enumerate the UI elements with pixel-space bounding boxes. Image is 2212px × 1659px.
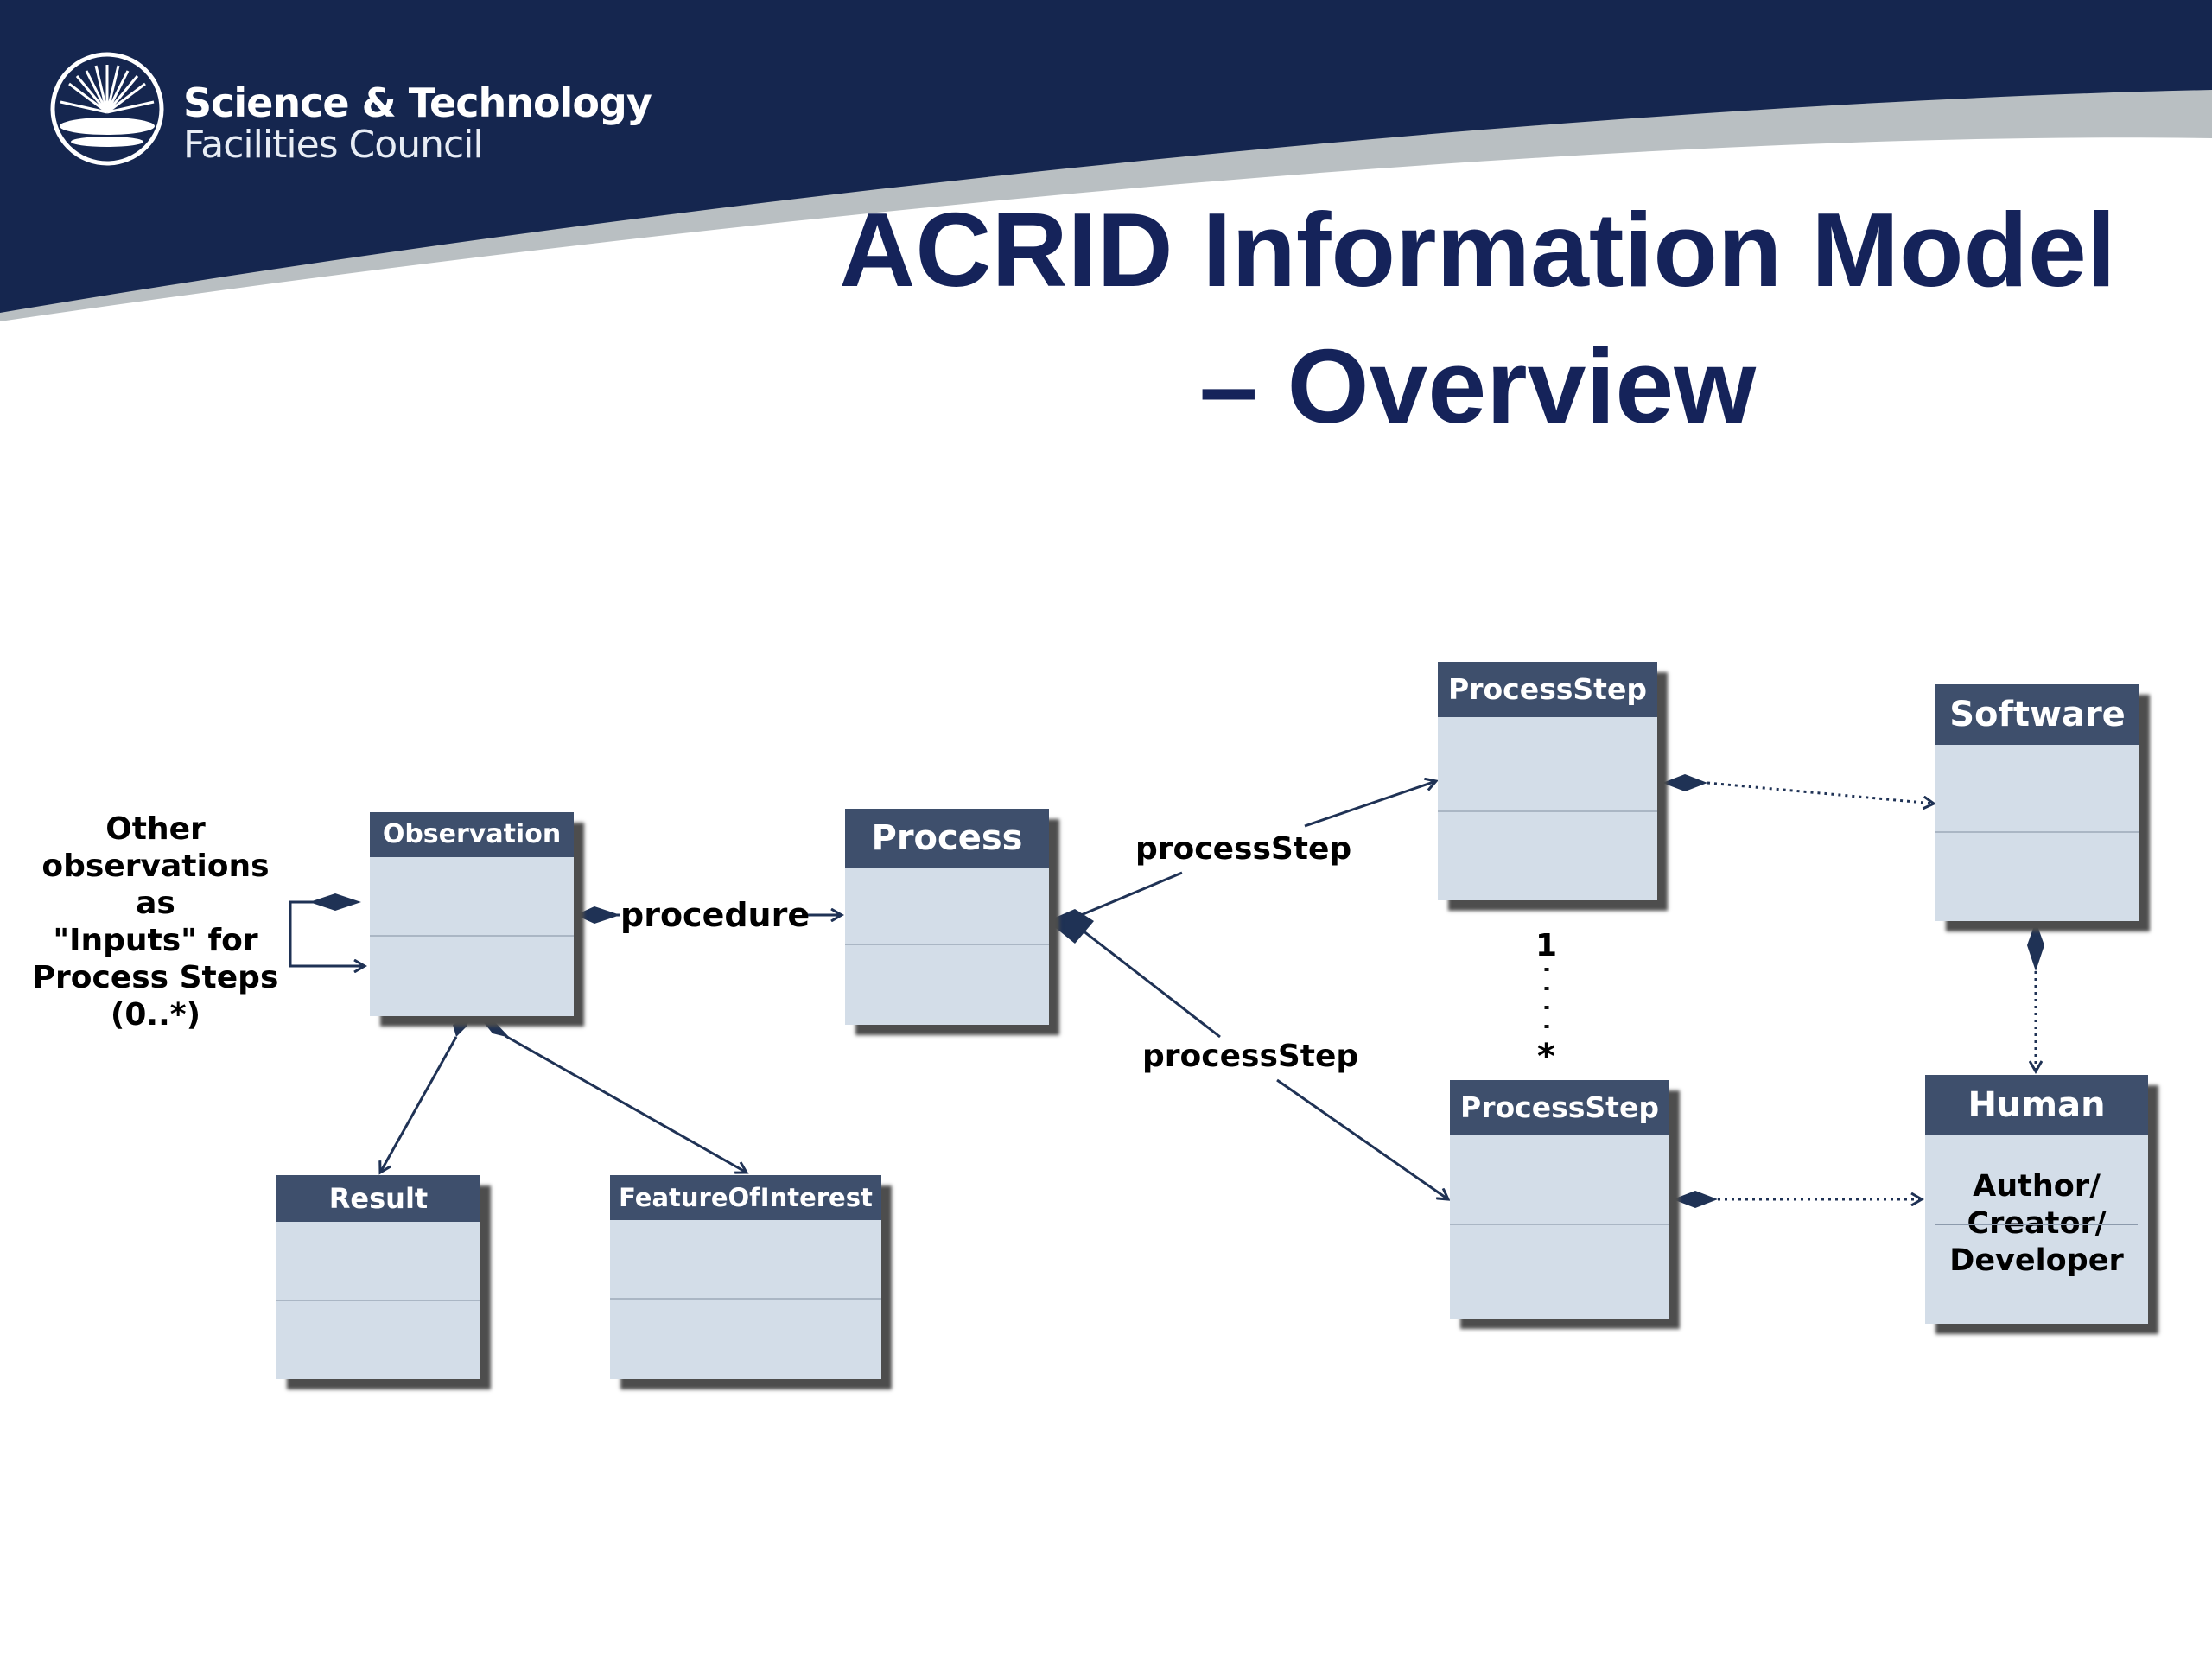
class-title: Software — [1936, 684, 2139, 745]
class-feature-of-interest: FeatureOfInterest — [610, 1175, 881, 1379]
connector-step-bottom-b — [1276, 1078, 1448, 1199]
class-divider — [1438, 810, 1657, 812]
diamond-human — [1673, 1191, 1718, 1208]
diamond-software — [1662, 774, 1707, 791]
class-process-step-top: ProcessStep — [1438, 662, 1657, 900]
process-step-label-lower: processStep — [1142, 1039, 1359, 1074]
class-body-line: Developer — [1949, 1243, 2124, 1278]
inputs-note-line: (0..*) — [110, 997, 201, 1033]
connector-step-bottom-a — [1074, 923, 1221, 1039]
inputs-note-line: Other — [105, 811, 206, 847]
slide-title: ACRID Information Model – Overview — [760, 181, 2195, 454]
connector-result — [380, 1036, 458, 1173]
multiplicity-many: * — [1537, 1037, 1555, 1077]
connector-self-inputs — [289, 900, 365, 966]
class-divider — [610, 1298, 881, 1300]
title-line-2: – Overview — [1198, 327, 1757, 445]
inputs-note: Other observations as "Inputs" for Proce… — [26, 810, 285, 1033]
class-process-step-bottom: ProcessStep — [1450, 1080, 1669, 1319]
inputs-note-line: Process Steps — [32, 960, 279, 995]
stfc-logo-icon — [50, 52, 164, 166]
class-title: Human — [1925, 1075, 2148, 1135]
class-title: Process — [845, 809, 1049, 868]
class-result: Result — [276, 1175, 480, 1379]
diamond-self-inputs — [309, 893, 361, 911]
inputs-note-line: "Inputs" for — [53, 923, 258, 958]
diamond-software-human — [2027, 921, 2044, 971]
class-body: Author/ Creator/ Developer — [1925, 1168, 2148, 1280]
class-title: ProcessStep — [1450, 1080, 1669, 1135]
logo-line-2: Facilities Council — [183, 123, 484, 167]
stfc-logo-text: Science & Technology Facilities Council — [183, 83, 652, 164]
class-observation: Observation — [370, 812, 574, 1016]
diamond-feature — [479, 1016, 510, 1038]
class-divider — [845, 944, 1049, 945]
connector-software-dotted — [1707, 781, 1934, 804]
diamond-result — [453, 1014, 471, 1037]
class-divider — [1936, 831, 2139, 833]
multiplicity-one: 1 — [1535, 928, 1558, 963]
class-process: Process — [845, 809, 1049, 1025]
diamond-process-steps — [1047, 909, 1094, 944]
class-divider — [370, 935, 574, 937]
class-human: Human Author/ Creator/ Developer — [1925, 1075, 2148, 1324]
class-body-line: Author/ — [1973, 1169, 2101, 1204]
header-band — [0, 0, 2212, 321]
class-title: Result — [276, 1175, 480, 1222]
inputs-note-line: observations — [41, 849, 270, 884]
class-divider — [1936, 1224, 2138, 1225]
class-title: Observation — [370, 812, 574, 857]
title-line-1: ACRID Information Model — [839, 191, 2116, 308]
class-software: Software — [1936, 684, 2139, 921]
class-divider — [276, 1300, 480, 1301]
logo-line-1: Science & Technology — [183, 79, 652, 126]
connector-feature — [505, 1034, 747, 1173]
connector-step-top-a — [1074, 871, 1183, 919]
procedure-label: procedure — [620, 896, 810, 934]
class-title: FeatureOfInterest — [610, 1175, 881, 1220]
class-title: ProcessStep — [1438, 662, 1657, 717]
diamond-procedure — [575, 906, 620, 924]
connector-step-top-b — [1304, 781, 1436, 828]
class-divider — [1450, 1224, 1669, 1225]
process-step-label-upper: processStep — [1135, 831, 1352, 867]
inputs-note-line: as — [136, 886, 175, 921]
header-navy — [0, 0, 2212, 313]
